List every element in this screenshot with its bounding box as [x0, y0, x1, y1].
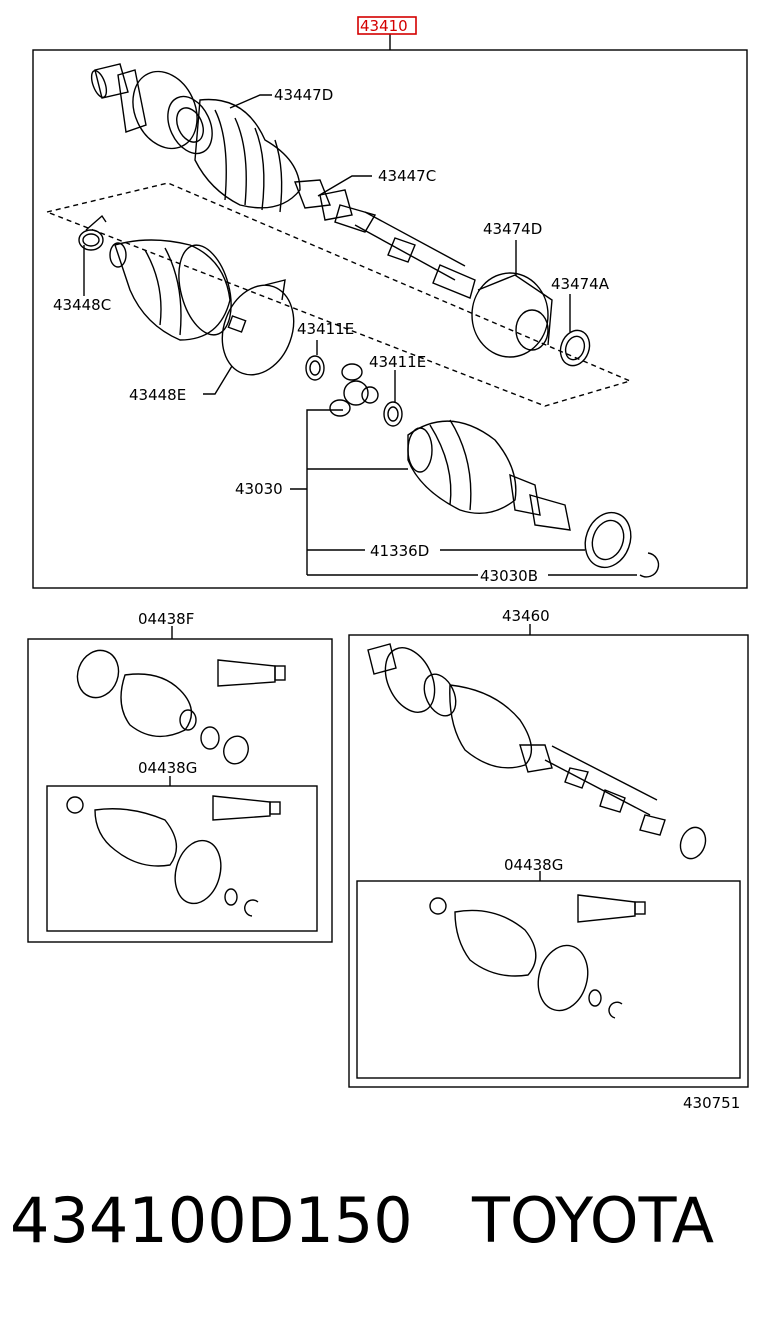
label-04438G-a: 04438G: [138, 759, 197, 777]
brand-name: TOYOTA: [472, 1184, 715, 1257]
inner-joint-assembly: [407, 419, 571, 531]
boot-kit-outer-parts: [76, 649, 286, 765]
label-43411E-a: 43411E: [297, 320, 354, 338]
outboard-joint-housing: [471, 272, 553, 358]
snap-ring-lower: [383, 401, 403, 427]
boot-kit-frame-left: [27, 638, 333, 943]
drive-shaft-inner-frame: [348, 634, 749, 1088]
label-43448E: 43448E: [129, 386, 186, 404]
label-43447D: 43447D: [274, 86, 333, 104]
label-43030B: 43030B: [480, 567, 538, 585]
boot-kit-inner-frame-left: [46, 785, 318, 932]
boot-clamp-small: [78, 214, 107, 251]
label-diagram-id: 430751: [683, 1094, 740, 1112]
inner-boot: [109, 239, 232, 341]
label-43411E-b: 43411E: [369, 353, 426, 371]
boot-kit-inner-frame-right: [356, 880, 741, 1079]
label-43447C: 43447C: [378, 167, 436, 185]
label-43474D: 43474D: [483, 220, 542, 238]
parts-diagram: 43410 43447D 43447C 43474D 43474A 43448C…: [27, 16, 749, 1112]
tripod-joint: [329, 363, 379, 417]
main-assembly-frame: [32, 49, 748, 589]
label-41336D: 41336D: [370, 542, 429, 560]
label-04438F: 04438F: [138, 610, 194, 628]
boot-clamp-large: [221, 279, 295, 376]
inner-joint-group-outline: [44, 182, 633, 407]
part-number: 434100D150: [10, 1184, 413, 1257]
label-43448C: 43448C: [53, 296, 111, 314]
tone-ring: [559, 329, 591, 367]
boot-kit-inner-parts-left: [66, 795, 281, 917]
main-assembly-highlight: [357, 16, 417, 35]
label-43474A: 43474A: [551, 275, 610, 293]
snap-ring-upper: [305, 355, 325, 381]
dust-seal: [584, 511, 632, 569]
drive-shaft-inner-assembly: [367, 643, 707, 860]
boot-kit-inner-parts-right: [429, 894, 646, 1019]
label-43030: 43030: [235, 480, 283, 498]
label-main-assembly: 43410: [360, 17, 408, 35]
label-04438G-b: 04438G: [504, 856, 563, 874]
drive-shaft-outer-assembly: [90, 63, 476, 299]
circlip: [639, 552, 660, 578]
label-43460: 43460: [502, 607, 550, 625]
